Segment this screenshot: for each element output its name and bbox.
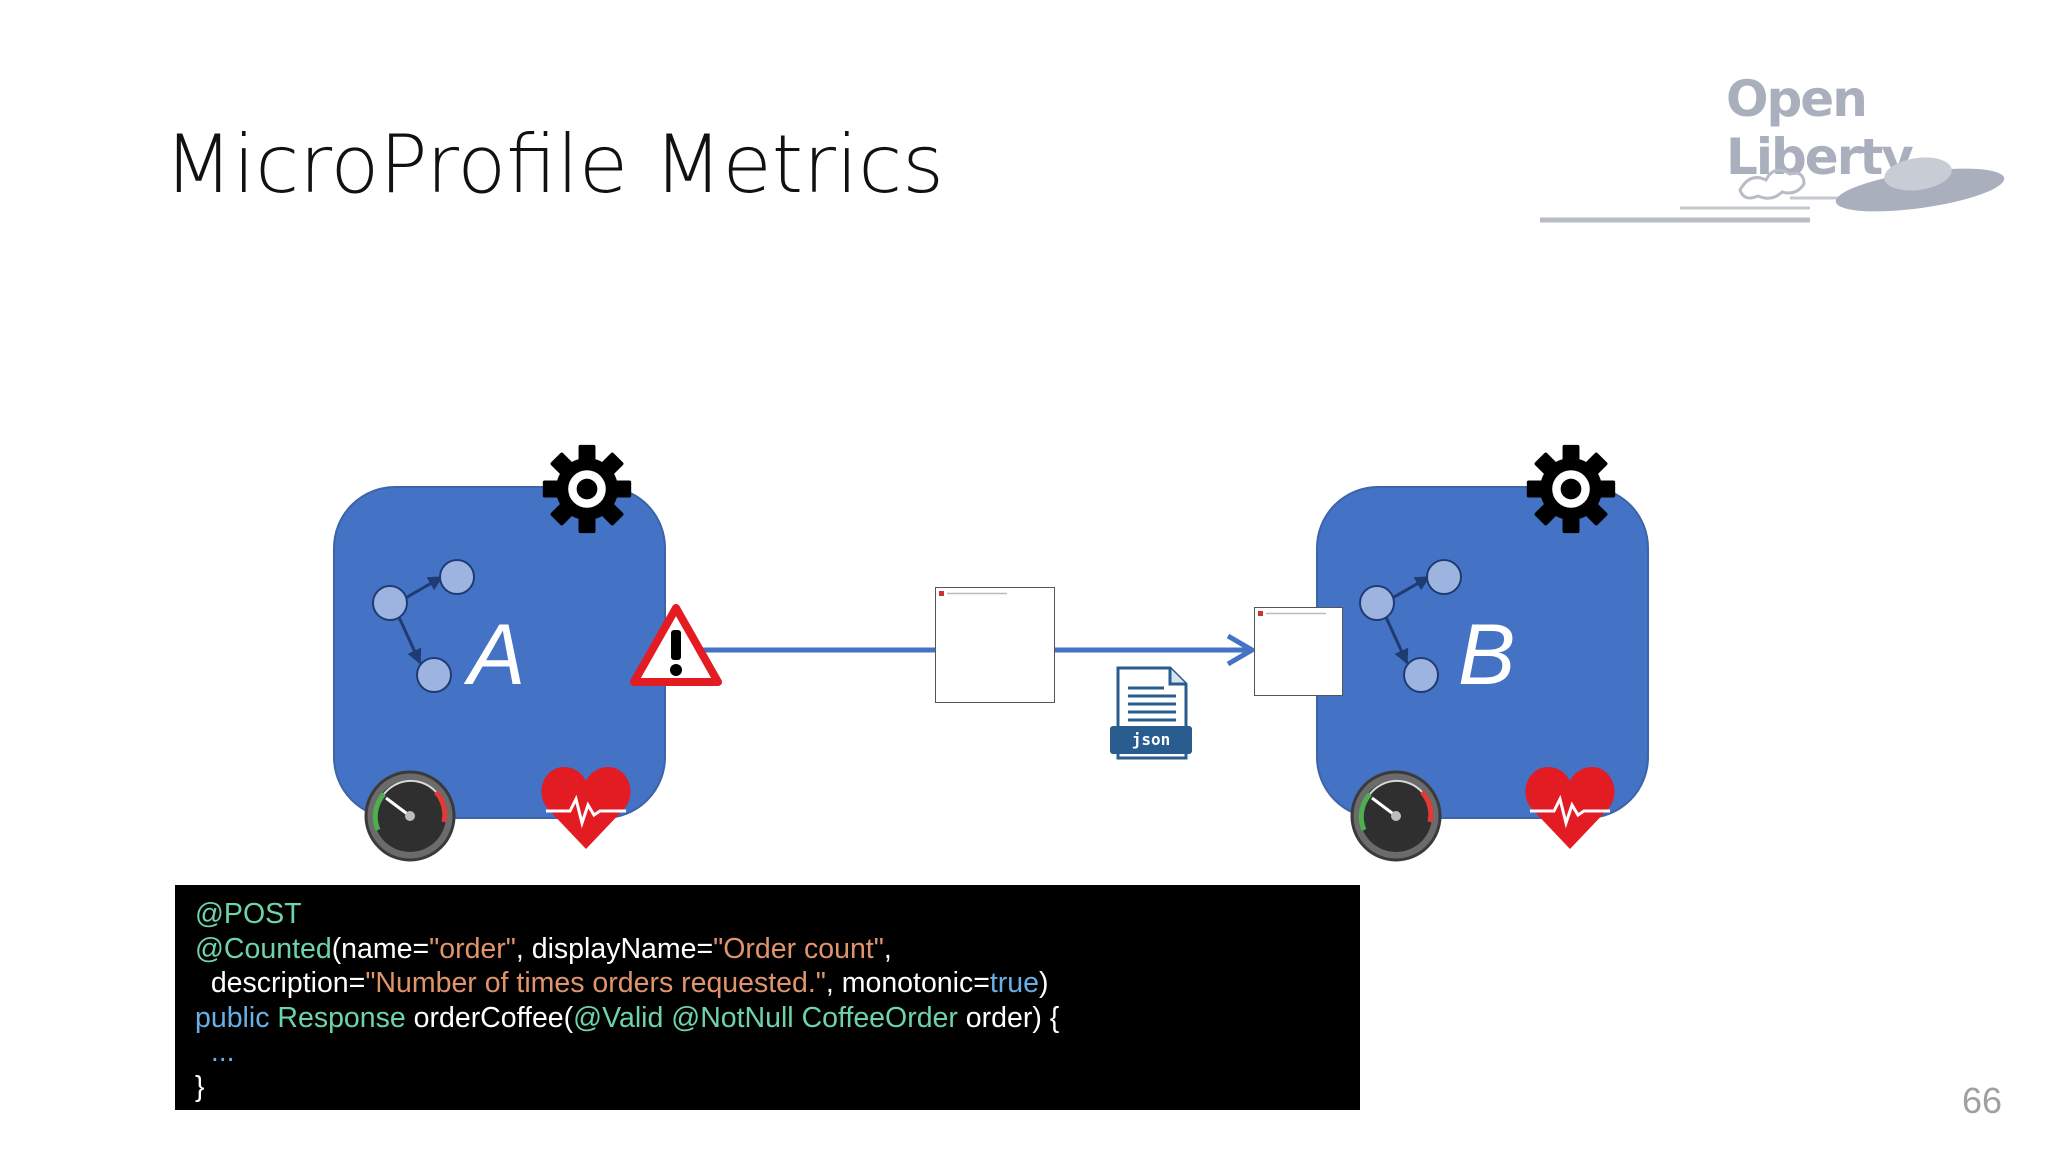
image-placeholder	[1254, 607, 1343, 696]
code-line: public Response orderCoffee(@Valid @NotN…	[195, 1001, 1340, 1036]
code-ellipsis: ...	[195, 1036, 235, 1068]
code-annotation: @Counted	[195, 932, 332, 965]
code-text: (name=	[331, 932, 430, 965]
connection-arrow	[700, 633, 1257, 667]
code-annotation: @NotNull	[671, 1001, 794, 1034]
graph-nodes-icon	[372, 559, 475, 693]
broken-image-icon	[1258, 611, 1326, 616]
gauge-icon	[364, 770, 456, 862]
code-text: ,	[883, 932, 892, 965]
code-line: description="Number of times orders requ…	[195, 966, 1340, 1001]
code-annotation: @POST	[195, 898, 302, 930]
code-text: description=	[195, 967, 366, 999]
gear-icon	[1526, 444, 1616, 534]
code-type: CoffeeOrder	[801, 1001, 958, 1034]
gear-icon	[542, 444, 632, 534]
code-text: orderCoffee(	[405, 1001, 574, 1034]
code-keyword: public	[195, 1001, 278, 1034]
code-annotation: @Valid	[573, 1001, 664, 1034]
document-icon	[1110, 666, 1192, 760]
warning-icon	[630, 604, 722, 686]
json-document-icon: json	[1108, 666, 1194, 766]
graph-nodes-icon	[1359, 559, 1462, 693]
gauge-icon	[1350, 770, 1442, 862]
code-line: }	[195, 1070, 1340, 1105]
service-b-label: B	[1458, 607, 1516, 703]
code-type: Response	[277, 1001, 406, 1034]
code-string: "Order count"	[713, 932, 884, 965]
code-string: "Number of times orders requested."	[365, 967, 826, 999]
json-label: json	[1131, 730, 1171, 749]
code-line: ...	[195, 1035, 1340, 1070]
service-a-box	[333, 486, 666, 819]
code-line: @POST	[195, 897, 1340, 932]
service-a-label: A	[468, 607, 526, 703]
code-line: @Counted(name="order", displayName="Orde…	[195, 932, 1340, 967]
image-placeholder	[935, 587, 1055, 703]
heart-icon	[1525, 767, 1615, 849]
spaceship-icon	[1540, 157, 2005, 223]
code-text: }	[195, 1070, 205, 1103]
page-number: 66	[1962, 1080, 2003, 1121]
code-string: "order"	[429, 932, 516, 965]
code-text	[794, 1002, 802, 1034]
code-keyword: true	[989, 967, 1040, 999]
code-text: , displayName=	[515, 932, 714, 965]
code-snippet: @POST @Counted(name="order", displayName…	[175, 885, 1360, 1110]
broken-image-icon	[939, 591, 1007, 596]
code-text: , monotonic=	[825, 967, 990, 999]
slide-title: MicroProfile Metrics	[164, 118, 944, 211]
code-text: order) {	[957, 1001, 1060, 1034]
heart-icon	[541, 767, 631, 849]
open-liberty-logo: Open Liberty	[1530, 60, 2010, 230]
code-text: )	[1039, 967, 1049, 999]
